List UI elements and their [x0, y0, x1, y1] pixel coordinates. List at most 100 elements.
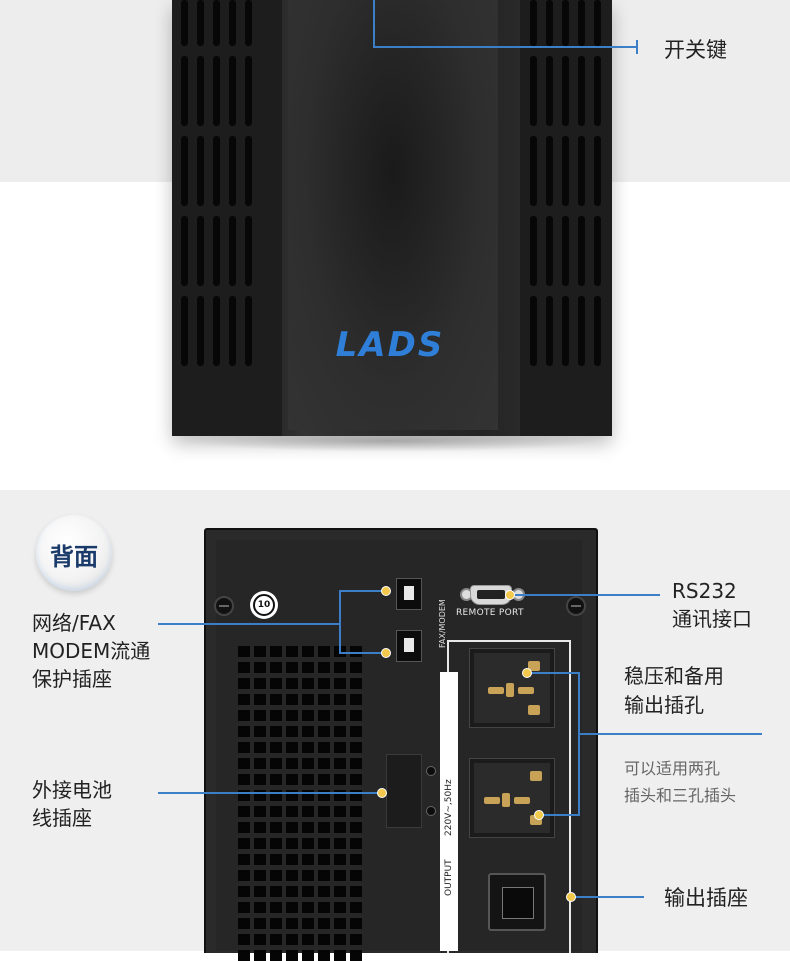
fax-modem-callout-line [158, 623, 341, 625]
vent-hole [238, 646, 250, 657]
vent-hole [334, 774, 346, 785]
vent-hole [238, 854, 250, 865]
vent-hole [238, 934, 250, 945]
svg-text:LADS: LADS [336, 325, 445, 365]
vent-hole [318, 710, 330, 721]
vent-hole [334, 694, 346, 705]
vent-hole [286, 886, 298, 897]
vent-hole [302, 758, 314, 769]
vent-hole [334, 886, 346, 897]
vent-hole [270, 902, 282, 913]
vent-hole [270, 806, 282, 817]
vent-hole [350, 710, 362, 721]
vent-hole [270, 790, 282, 801]
vent-hole [286, 646, 298, 657]
vent-hole [302, 870, 314, 881]
vent-hole [318, 918, 330, 929]
vent-hole [286, 838, 298, 849]
vent-hole [254, 742, 266, 753]
vent-hole [270, 742, 282, 753]
vent-hole [238, 678, 250, 689]
stabilized-callout-line [580, 733, 762, 735]
vent-hole [334, 662, 346, 673]
vent-hole [286, 774, 298, 785]
vent-column [562, 0, 569, 366]
vent-hole [318, 694, 330, 705]
stabilized-callout-line [578, 672, 580, 816]
vent-hole [238, 886, 250, 897]
vent-hole [350, 822, 362, 833]
vent-hole [318, 902, 330, 913]
vent-hole [318, 950, 330, 961]
stabilized-callout-line [540, 814, 580, 816]
vent-hole [318, 934, 330, 945]
vent-hole [318, 838, 330, 849]
vent-hole [334, 742, 346, 753]
vent-hole [254, 838, 266, 849]
vent-hole [286, 742, 298, 753]
vent-hole [254, 854, 266, 865]
vent-hole [270, 854, 282, 865]
front-center-panel [288, 0, 498, 430]
vent-hole [270, 838, 282, 849]
output-label-strip [440, 672, 458, 951]
vent-hole [302, 854, 314, 865]
vent-hole [270, 950, 282, 961]
output-rating-label: 220V~,50Hz [444, 779, 454, 836]
vent-hole [286, 790, 298, 801]
vent-hole [350, 870, 362, 881]
vent-column [213, 0, 220, 366]
vent-hole [350, 694, 362, 705]
vent-hole [350, 806, 362, 817]
rear-vent-grid [238, 646, 364, 961]
vent-hole [302, 902, 314, 913]
vent-hole [238, 838, 250, 849]
vent-hole [302, 790, 314, 801]
vent-hole [350, 758, 362, 769]
vent-hole [302, 774, 314, 785]
vent-hole [302, 726, 314, 737]
vent-hole [318, 854, 330, 865]
power-switch-callout-line [373, 0, 375, 48]
vent-hole [302, 838, 314, 849]
vent-hole [334, 950, 346, 961]
vent-hole [286, 902, 298, 913]
power-switch-label: 开关键 [664, 38, 727, 62]
universal-socket [469, 648, 555, 728]
vent-hole [254, 662, 266, 673]
callout-dot [381, 648, 391, 658]
socket-note-text: 可以适用两孔 插头和三孔插头 [624, 759, 737, 805]
callout-dot [534, 810, 544, 820]
vent-hole [270, 662, 282, 673]
vent-hole [254, 822, 266, 833]
vent-hole [286, 758, 298, 769]
vent-hole [318, 678, 330, 689]
vent-hole [270, 710, 282, 721]
vent-hole [302, 806, 314, 817]
vent-hole [334, 726, 346, 737]
vent-hole [254, 870, 266, 881]
vent-hole [286, 918, 298, 929]
vent-hole [254, 726, 266, 737]
vent-hole [238, 918, 250, 929]
vent-hole [270, 918, 282, 929]
vent-hole [350, 726, 362, 737]
vent-hole [350, 854, 362, 865]
vent-column [530, 0, 537, 366]
external-battery-connector [386, 754, 422, 828]
vent-hole [270, 934, 282, 945]
vent-hole [318, 758, 330, 769]
vent-hole [350, 838, 362, 849]
vent-hole [254, 758, 266, 769]
screw-icon [214, 596, 234, 616]
vent-hole [238, 822, 250, 833]
callout-dot [566, 892, 576, 902]
vent-hole [238, 950, 250, 961]
universal-socket [469, 758, 555, 838]
vent-hole [270, 726, 282, 737]
vent-hole [286, 662, 298, 673]
vent-hole [238, 710, 250, 721]
vent-hole [270, 694, 282, 705]
vent-hole [318, 790, 330, 801]
vent-hole [350, 774, 362, 785]
